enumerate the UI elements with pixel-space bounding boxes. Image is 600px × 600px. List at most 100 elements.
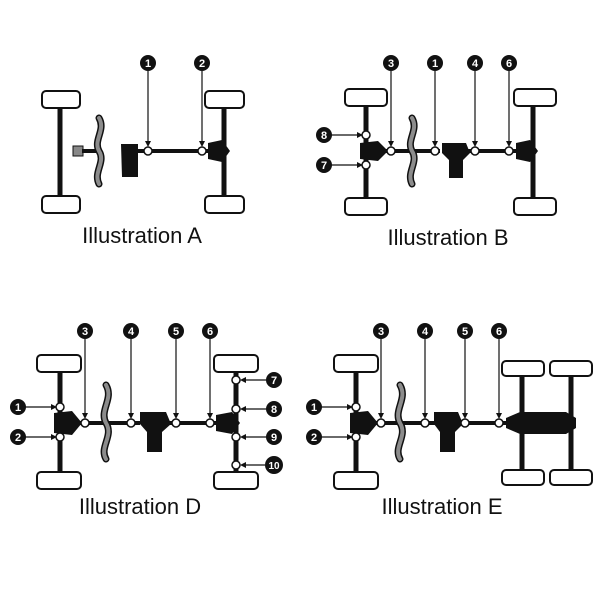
wheel [513, 197, 557, 216]
callout-number: 9 [271, 432, 277, 444]
u-joint-4 [126, 418, 136, 428]
wheel [213, 471, 259, 490]
callout-number: 3 [388, 58, 394, 70]
wheel [36, 354, 82, 373]
u-joint-1 [143, 146, 153, 156]
callout-number: 6 [207, 326, 213, 338]
callout-5: 5 [457, 323, 473, 419]
callout-number: 10 [268, 461, 280, 472]
u-joint-9 [231, 432, 241, 442]
rear-axle [513, 88, 557, 216]
wheel [36, 471, 82, 490]
wheel [213, 354, 259, 373]
callout-number: 2 [311, 432, 317, 444]
wheel [501, 469, 545, 486]
callout-3: 3 [373, 323, 389, 419]
illustration-d-panel: 3 4 5 6 1 2 [10, 323, 283, 519]
illustration-e-caption: Illustration E [381, 494, 502, 519]
callout-6: 6 [501, 55, 517, 147]
wheel [204, 90, 245, 109]
u-joint-2 [55, 432, 65, 442]
callout-5: 5 [168, 323, 184, 419]
u-joint-6 [504, 146, 514, 156]
callout-number: 5 [173, 326, 179, 338]
wheel [501, 360, 545, 377]
callout-1: 1 [427, 55, 443, 147]
rear-axle-1 [501, 360, 545, 486]
transfer-case [434, 412, 463, 452]
callout-1: 1 [10, 399, 57, 415]
wheel [204, 195, 245, 214]
callout-6: 6 [202, 323, 218, 419]
wheel [41, 90, 81, 109]
u-joint-1 [430, 146, 440, 156]
transfer-case [442, 143, 470, 178]
wheel [549, 360, 593, 377]
rear-axle-2 [549, 360, 593, 486]
wheel [333, 354, 379, 373]
callout-2: 2 [10, 429, 57, 445]
callout-number: 8 [271, 404, 277, 416]
callout-2: 2 [306, 429, 353, 445]
callout-4: 4 [123, 323, 139, 419]
u-joint-8 [231, 404, 241, 414]
front-axle [36, 354, 82, 490]
front-differential [54, 411, 82, 435]
callout-3: 3 [383, 55, 399, 147]
u-joint-10 [231, 460, 241, 470]
wheel [549, 469, 593, 486]
illustration-e-panel: 3 4 5 6 1 2 [306, 323, 593, 519]
u-joint-3 [376, 418, 386, 428]
illustration-d-caption: Illustration D [79, 494, 201, 519]
callout-number: 1 [311, 402, 317, 414]
callout-number: 7 [271, 375, 277, 387]
callout-7: 7 [240, 372, 282, 388]
u-joint-3 [80, 418, 90, 428]
illustration-b-panel: 3 1 4 6 8 7 [316, 55, 557, 250]
callout-number: 4 [422, 326, 429, 338]
callout-number: 2 [199, 58, 205, 70]
u-joint-6 [494, 418, 504, 428]
callout-number: 7 [321, 160, 327, 172]
callout-number: 1 [15, 402, 21, 414]
u-joint-3 [386, 146, 396, 156]
u-joint-2 [351, 432, 361, 442]
callout-number: 1 [432, 58, 438, 70]
front-axle [41, 90, 81, 214]
callout-8: 8 [316, 127, 363, 143]
callout-10: 10 [240, 456, 283, 474]
u-joint-1 [55, 402, 65, 412]
illustration-b-caption: Illustration B [387, 225, 508, 250]
u-joint-5 [460, 418, 470, 428]
u-joint-4 [470, 146, 480, 156]
u-joint-8 [361, 130, 371, 140]
transfer-case [140, 412, 171, 452]
callout-7: 7 [316, 157, 363, 173]
callout-number: 8 [321, 130, 327, 142]
u-joint-5 [171, 418, 181, 428]
rear-axle [213, 354, 259, 490]
callout-4: 4 [467, 55, 483, 147]
callout-1: 1 [306, 399, 353, 415]
front-differential [360, 141, 388, 161]
front-differential [350, 411, 378, 435]
tandem-rear-axle-housing [506, 412, 576, 434]
rear-axle [204, 90, 245, 214]
steering-assembly [72, 114, 105, 188]
transmission [121, 144, 138, 177]
u-joint-6 [205, 418, 215, 428]
wheel [344, 197, 388, 216]
callout-number: 2 [15, 432, 21, 444]
callout-number: 1 [145, 58, 151, 70]
callout-number: 3 [378, 326, 384, 338]
wheel [41, 195, 81, 214]
callout-number: 6 [496, 326, 502, 338]
wheel [333, 471, 379, 490]
u-joint-7 [361, 160, 371, 170]
callout-number: 6 [506, 58, 512, 70]
callout-number: 5 [462, 326, 468, 338]
u-joint-1 [351, 402, 361, 412]
wheel [513, 88, 557, 107]
callout-number: 3 [82, 326, 88, 338]
